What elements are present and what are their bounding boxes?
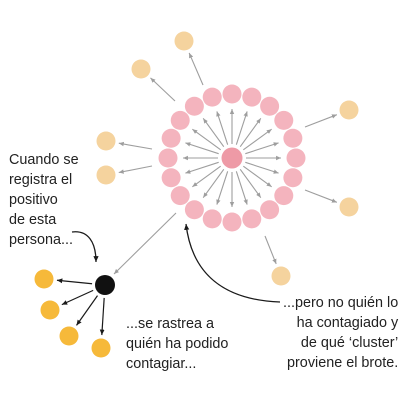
caption-line: ...pero no quién lo [283,295,399,311]
cluster-case-dot [170,186,190,206]
curved-arrows-layer [71,223,281,303]
spread-arrow [239,118,262,147]
contact-arrow [118,165,153,174]
cluster-case-dot [283,128,303,148]
contact-arrow [304,114,338,128]
caption-line: persona... [9,232,73,248]
cluster-case-dot [274,110,294,130]
spread-arrow [216,111,229,145]
cluster-case-dot [170,110,190,130]
caption-pointer-arrow [71,231,99,263]
contact-arrow [118,141,153,150]
contact-dot [339,100,359,120]
spread-arrow [245,142,279,155]
cluster-case-dot [222,84,242,104]
caption-line: ha contagiado y [296,315,399,331]
spread-arrow [216,171,229,205]
spread-arrow [202,118,225,147]
spread-arrow [192,165,221,188]
cluster-case-dot [222,212,242,232]
spread-arrow [202,169,225,198]
cluster-to-index-arrow [113,212,177,275]
traced-contact-dot [59,326,79,346]
cluster-case-dot [158,148,178,168]
cluster-case-dot [242,209,262,229]
contact-dot [131,59,151,79]
spread-arrow [192,128,221,151]
tracing-arrow [76,295,98,326]
caption-line: contagiar... [126,356,197,372]
tracing-arrow [99,297,105,336]
spread-arrow [185,161,219,174]
traced-contact-dot [40,300,60,320]
contact-dot [339,197,359,217]
cluster-case-dot [202,87,222,107]
spread-arrow [185,142,219,155]
cluster-case-dot [260,96,280,116]
caption-tracing: ...se rastrea a quién ha podido contagia… [126,314,228,374]
contact-arrow [188,52,204,86]
caption-line: Cuando se [9,152,79,168]
tracing-arrow [61,289,94,306]
cluster-case-dot [286,148,306,168]
spread-arrow [243,128,272,151]
spread-arrow [245,161,279,174]
caption-line: registra el [9,172,73,188]
cluster-case-dot [283,168,303,188]
cluster-case-dot [161,168,181,188]
spread-arrow [239,169,262,198]
caption-cluster-origin: ...pero no quién lo ha contagiado y de q… [283,293,398,373]
caption-line: ...se rastrea a [126,316,214,332]
caption-line: positivo [9,192,58,208]
spread-arrow [235,171,248,205]
contact-arrow [150,77,176,102]
index-case-dot [95,275,115,295]
traced-contact-dot [91,338,111,358]
caption-line: de esta [9,212,57,228]
contact-dot [271,266,291,286]
cluster-case-dot [242,87,262,107]
contact-arrow [304,189,338,203]
contact-dot [174,31,194,51]
dots-layer [34,31,359,358]
caption-index-case: Cuando se registra el positivo de esta p… [9,150,79,250]
cluster-origin-dot [221,147,243,169]
arrows-layer [56,52,338,336]
cluster-case-dot [260,200,280,220]
caption-line: quién ha podido [126,336,229,352]
contact-arrow [264,235,277,265]
cluster-case-dot [184,200,204,220]
traced-contact-dot [34,269,54,289]
cluster-case-dot [202,209,222,229]
cluster-case-dot [274,186,294,206]
cluster-case-dot [161,128,181,148]
caption-line: de qué ‘cluster’ [300,335,399,351]
cluster-case-dot [184,96,204,116]
tracing-arrow [56,278,93,285]
contact-dot [96,165,116,185]
caption-line: proviene el brote. [287,355,399,371]
spread-arrow [243,165,272,188]
spread-arrow [235,111,248,145]
contact-dot [96,131,116,151]
caption-pointer-arrow [184,223,281,303]
